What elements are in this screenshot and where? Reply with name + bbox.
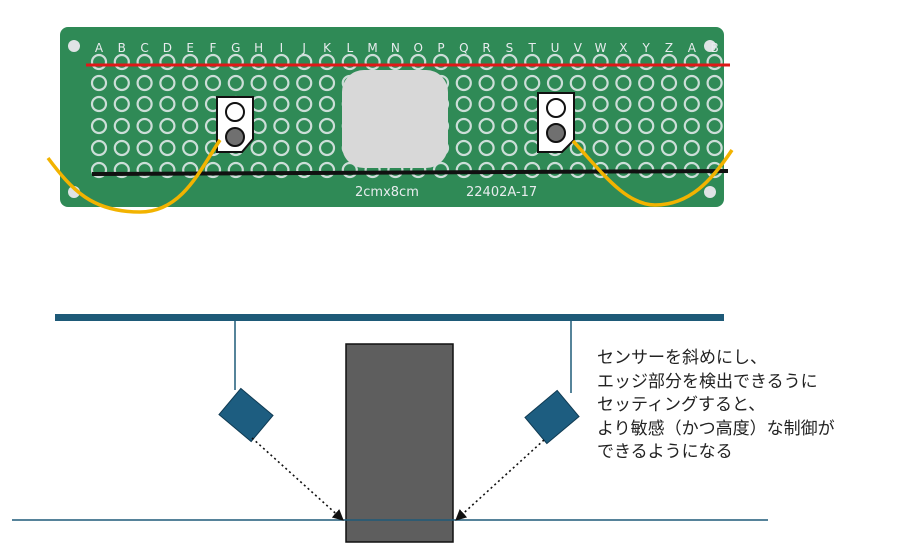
mounting-hole — [704, 186, 716, 198]
board-column-letter: Z — [665, 41, 673, 55]
left-sensor-module — [217, 97, 253, 152]
board-column-letter: X — [619, 41, 627, 55]
board-column-letter: W — [595, 41, 607, 55]
board-column-letter: F — [210, 41, 217, 55]
board-column-letter: A — [688, 41, 697, 55]
board-column-letter: V — [574, 41, 583, 55]
board-column-letter: Y — [642, 41, 651, 55]
right-sensor-receiver — [547, 124, 565, 142]
note-line-1: センサーを斜めにし、 — [597, 347, 835, 371]
board-size-label: 2cmx8cm — [355, 185, 419, 200]
explanation-note: センサーを斜めにし、 エッジ部分を検出できるうに セッティングすると、 より敏感… — [597, 347, 835, 465]
center-component — [342, 70, 448, 168]
board-column-letter: A — [95, 41, 104, 55]
board-column-letter: Q — [459, 41, 468, 55]
right-tilted-sensor — [525, 390, 579, 443]
right-sensor-emitter — [547, 99, 565, 117]
board-column-letter: N — [391, 41, 400, 55]
board-column-letter: H — [254, 41, 263, 55]
board-column-letter: R — [482, 41, 490, 55]
board-column-letter: J — [301, 41, 306, 55]
board-column-letter: C — [140, 41, 148, 55]
note-line-5: できるようになる — [597, 441, 835, 465]
board-column-letter: T — [528, 41, 537, 55]
left-sensor-receiver — [226, 128, 244, 146]
mounting-hole — [68, 40, 80, 52]
board-column-letter: M — [367, 41, 377, 55]
right-sensor-module — [538, 93, 574, 152]
note-line-3: セッティングすると、 — [597, 394, 835, 418]
detected-object — [346, 344, 453, 542]
protoboard: ABCDEFGHIJKLMNOPQRSTUVWXYZAB 2cmx8cm 224… — [48, 27, 732, 212]
board-column-letter: I — [280, 41, 284, 55]
board-column-letter: O — [413, 41, 422, 55]
note-line-4: より敏感（かつ高度）な制御が — [597, 418, 835, 442]
left-sensor-emitter — [226, 103, 244, 121]
left-tilted-sensor — [219, 388, 273, 441]
board-column-letter: P — [437, 41, 444, 55]
mounting-rail — [55, 314, 724, 321]
board-column-letter: U — [551, 41, 560, 55]
board-column-letter: B — [118, 41, 126, 55]
note-line-2: エッジ部分を検出できるうに — [597, 371, 835, 395]
board-column-letter: K — [323, 41, 332, 55]
board-column-letter: E — [186, 41, 194, 55]
board-column-letter: B — [710, 41, 718, 55]
board-column-letter: S — [506, 41, 514, 55]
left-sensing-beam — [252, 438, 343, 520]
board-column-letter: L — [346, 41, 353, 55]
right-sensing-beam — [456, 440, 544, 520]
board-column-letter: D — [163, 41, 172, 55]
board-part-number: 22402A-17 — [466, 185, 537, 200]
board-column-letter: G — [231, 41, 240, 55]
